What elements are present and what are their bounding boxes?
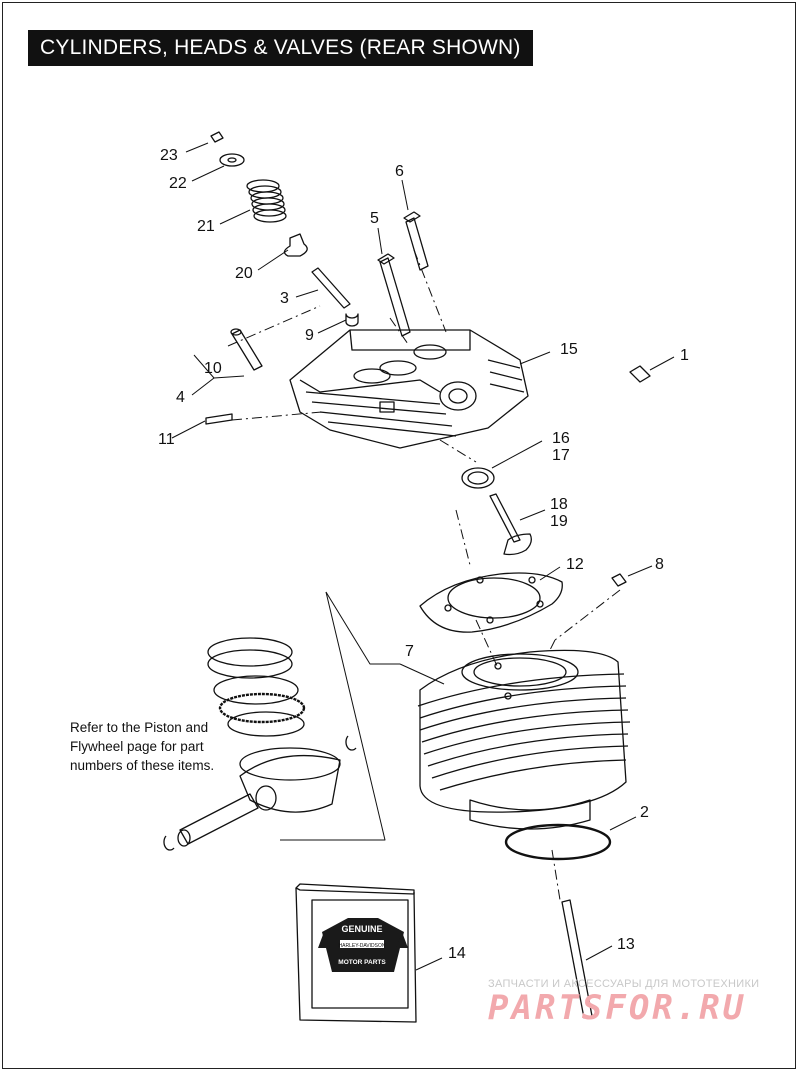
spring-pin	[205, 413, 233, 425]
callout-23: 23	[160, 147, 178, 164]
badge-line1: GENUINE	[341, 924, 382, 934]
callout-16: 16	[552, 430, 570, 447]
callout-19: 19	[550, 513, 568, 530]
callout-11: 11	[158, 431, 175, 448]
piston	[239, 747, 341, 813]
head-gasket	[419, 572, 563, 633]
valve-keeper	[210, 131, 224, 143]
page-title: CYLINDERS, HEADS & VALVES (REAR SHOWN)	[28, 30, 533, 66]
callout-2: 2	[640, 804, 649, 821]
callout-12: 12	[566, 556, 584, 573]
piston-pin	[179, 793, 259, 845]
head-bolt-long	[405, 217, 429, 271]
callout-22: 22	[169, 175, 187, 192]
valve-seat	[461, 467, 495, 489]
callout-1: 1	[680, 347, 689, 364]
callout-6: 6	[395, 163, 404, 180]
dowel-pin	[231, 329, 263, 371]
genuine-motor-parts-badge: GENUINE HARLEY-DAVIDSON MOTOR PARTS	[318, 918, 408, 972]
watermark: ЗАПЧАСТИ И АКСЕССУАРЫ ДЛЯ МОТОТЕХНИКИ PA…	[488, 978, 788, 1028]
callout-9: 9	[305, 327, 314, 344]
callout-5: 5	[370, 210, 379, 227]
callout-20: 20	[235, 265, 253, 282]
note-line-2: Flywheel page for part	[70, 739, 204, 754]
note-line-1: Refer to the Piston and	[70, 720, 209, 735]
cylinder-head	[289, 329, 529, 449]
valve	[489, 493, 532, 556]
watermark-tagline: ЗАПЧАСТИ И АКСЕССУАРЫ ДЛЯ МОТОТЕХНИКИ	[488, 978, 760, 990]
callout-17: 17	[552, 447, 570, 464]
valve-spring	[246, 179, 287, 223]
callout-8: 8	[655, 556, 664, 573]
spring-retainer	[219, 153, 245, 167]
cylinder	[417, 649, 631, 830]
callout-15: 15	[560, 341, 578, 358]
callout-10: 10	[204, 360, 222, 377]
callout-14: 14	[448, 945, 466, 962]
piston-pin-clip	[345, 735, 357, 751]
callout-3: 3	[280, 290, 289, 307]
leader-lines	[171, 142, 675, 971]
piston-rings	[207, 637, 306, 737]
guide-seal	[345, 313, 359, 327]
piston-pin-clip-2	[163, 835, 175, 851]
o-ring	[504, 823, 612, 861]
callout-13: 13	[617, 936, 635, 953]
badge-line2: HARLEY-DAVIDSON	[339, 943, 386, 949]
callout-7: 7	[405, 643, 414, 660]
callout-18: 18	[550, 496, 568, 513]
cylinder-dowel	[611, 573, 627, 587]
cylinder-stud	[561, 899, 593, 1019]
note-line-3: numbers of these items.	[70, 758, 215, 773]
badge-line3: MOTOR PARTS	[338, 959, 386, 966]
callout-4: 4	[176, 389, 185, 406]
head-bolt	[379, 257, 411, 337]
watermark-brand: PARTSFOR.RU	[488, 988, 747, 1028]
piston-reference-note: Refer to the Piston and Flywheel page fo…	[70, 718, 230, 775]
plug	[629, 365, 651, 383]
parts-package	[295, 883, 417, 1023]
valve-guide	[311, 267, 351, 309]
callout-21: 21	[197, 218, 215, 235]
valve-seal	[283, 233, 308, 257]
